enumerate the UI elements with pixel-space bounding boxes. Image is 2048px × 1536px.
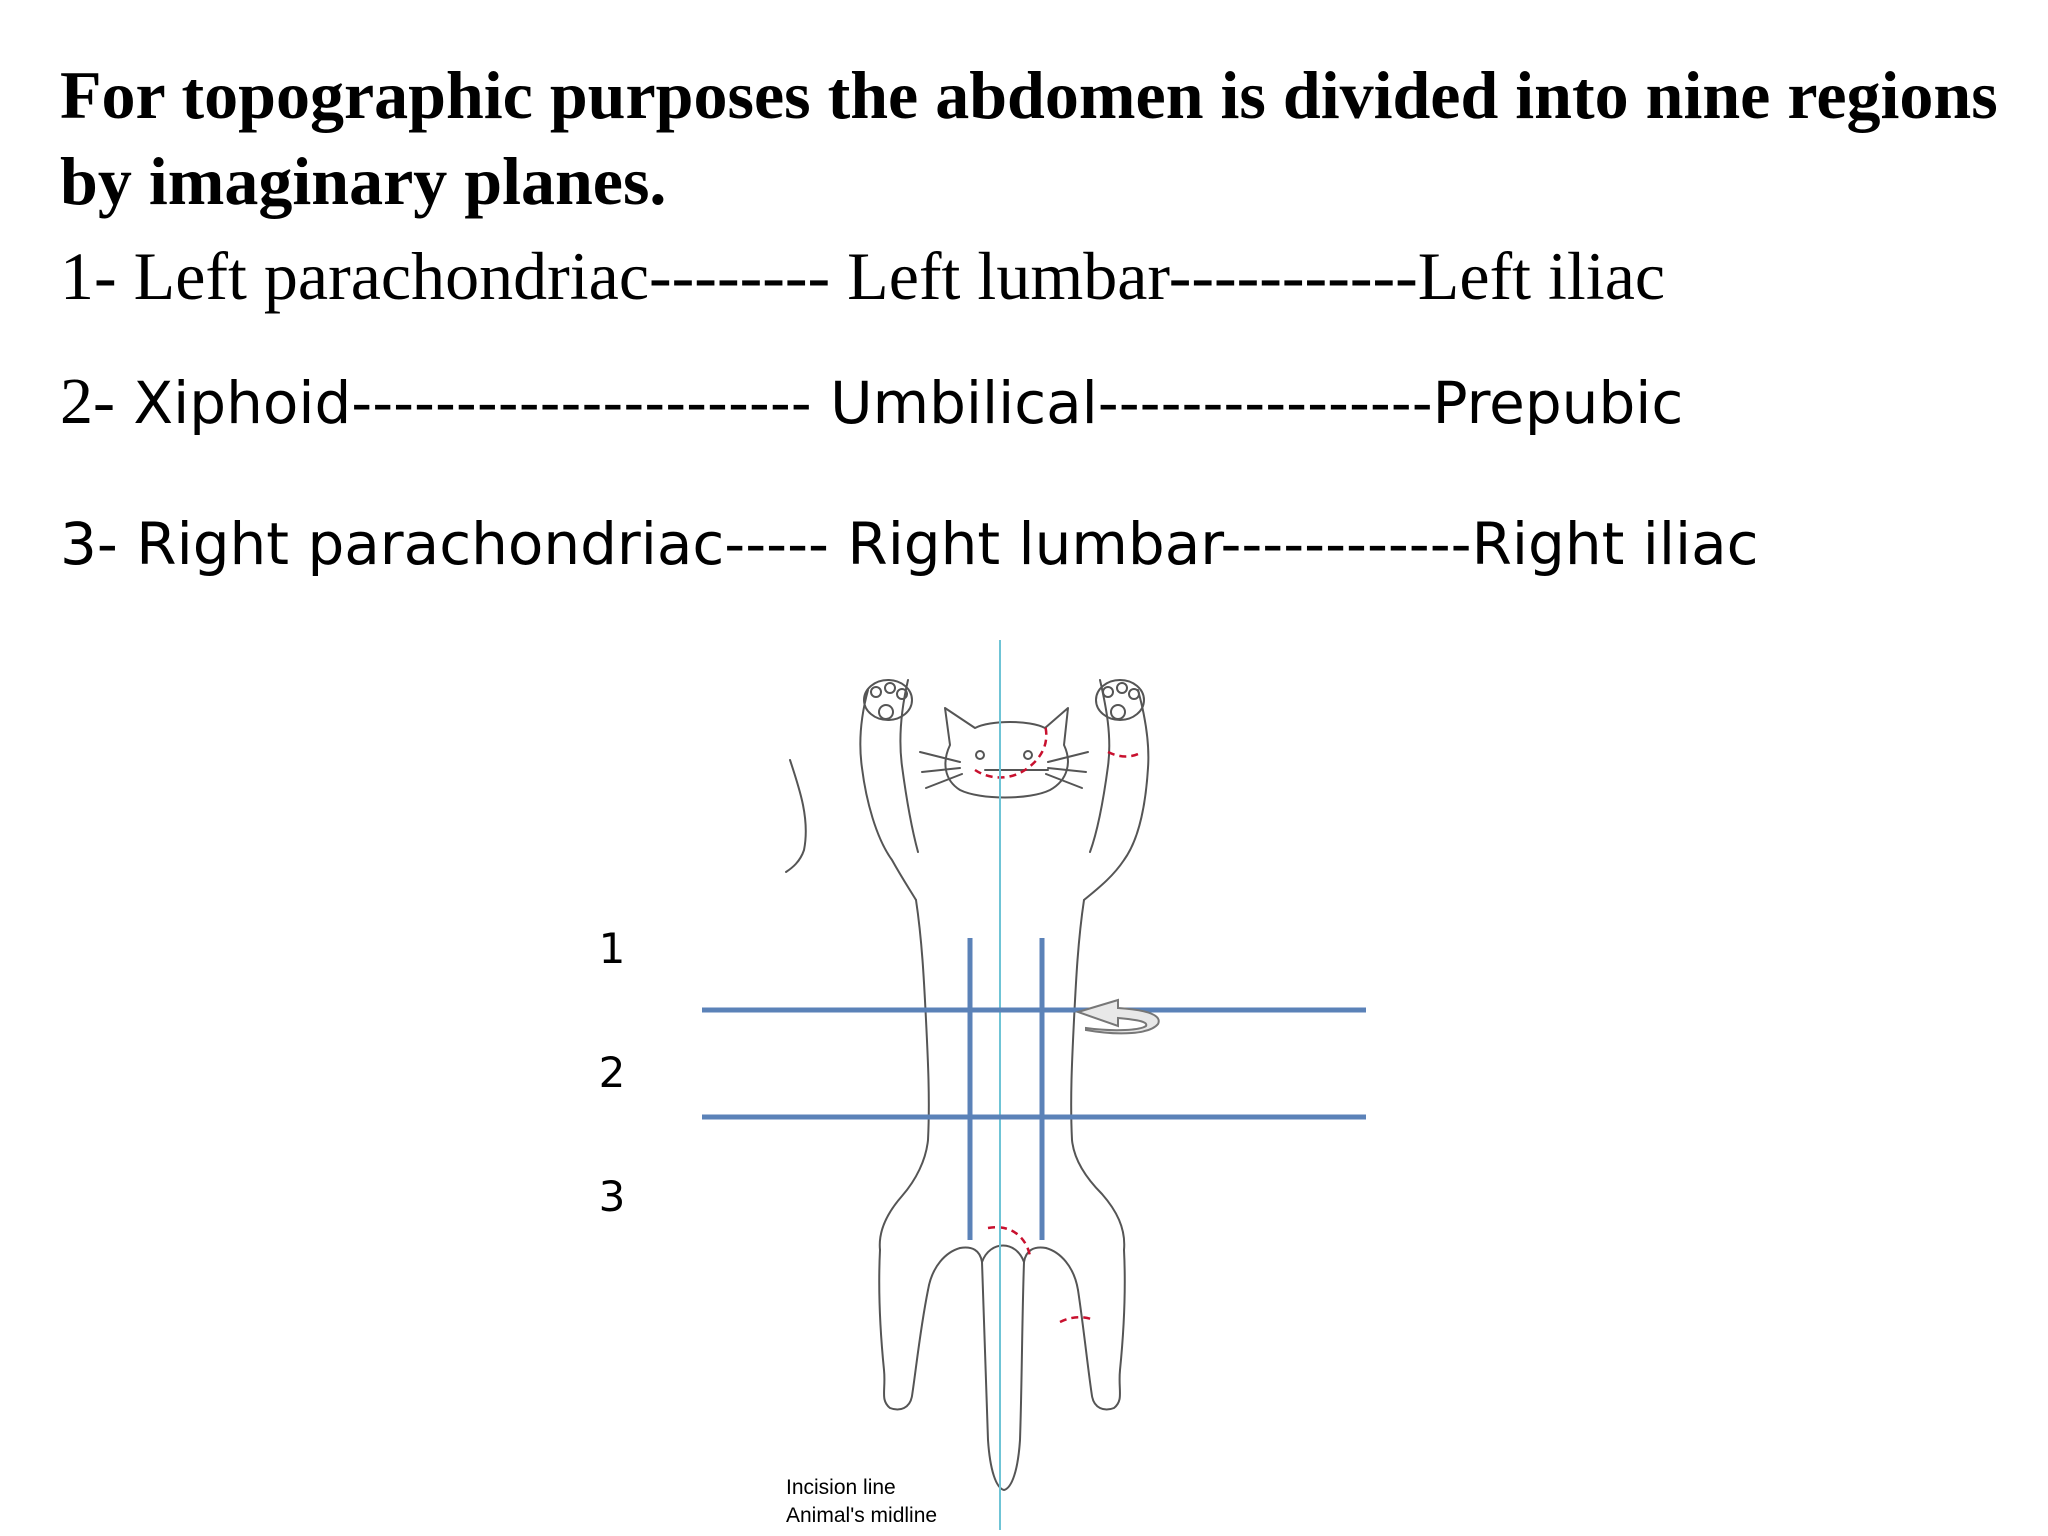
midline-note: Animal's midline bbox=[786, 1504, 938, 1527]
region-label-3: 3 bbox=[598, 1172, 626, 1221]
cat-outline bbox=[785, 679, 1150, 1491]
row-number: 1- bbox=[60, 238, 117, 314]
row-number: 2- bbox=[60, 365, 115, 438]
row-region-c: Prepubic bbox=[1432, 369, 1684, 437]
row-region-b: Left lumbar bbox=[847, 238, 1169, 314]
region-label-1: 1 bbox=[598, 924, 626, 973]
row-dash: ----------- bbox=[1168, 238, 1418, 314]
row-dash: ---------------- bbox=[1097, 369, 1433, 437]
row-dash: ------------ bbox=[1220, 510, 1472, 578]
region-row-3: 3- Right parachondriac----- Right lumbar… bbox=[60, 504, 1759, 584]
row-dash: ---------------------- bbox=[351, 369, 812, 437]
incision-marks bbox=[974, 724, 1143, 1324]
row-region-b: Right lumbar bbox=[847, 510, 1221, 578]
row-dash: ----- bbox=[724, 510, 829, 578]
region-label-2: 2 bbox=[598, 1048, 626, 1097]
imaginary-planes bbox=[702, 938, 1366, 1240]
region-row-2: 2- Xiphoid---------------------- Umbilic… bbox=[60, 362, 1683, 443]
row-region-a: Left parachondriac bbox=[133, 238, 650, 314]
row-region-a: Xiphoid bbox=[133, 369, 352, 437]
row-number: 3- bbox=[60, 510, 118, 578]
row-region-c: Left iliac bbox=[1417, 238, 1666, 314]
rotation-arrow-icon bbox=[1074, 998, 1160, 1035]
row-region-b: Umbilical bbox=[830, 369, 1098, 437]
row-region-a: Right parachondriac bbox=[136, 510, 725, 578]
row-dash: -------- bbox=[649, 238, 831, 314]
region-row-1: 1- Left parachondriac-------- Left lumba… bbox=[60, 236, 1665, 316]
row-region-c: Right iliac bbox=[1471, 510, 1759, 578]
slide-heading: For topographic purposes the abdomen is … bbox=[60, 57, 1998, 219]
incision-line-note: Incision line bbox=[786, 1476, 896, 1499]
